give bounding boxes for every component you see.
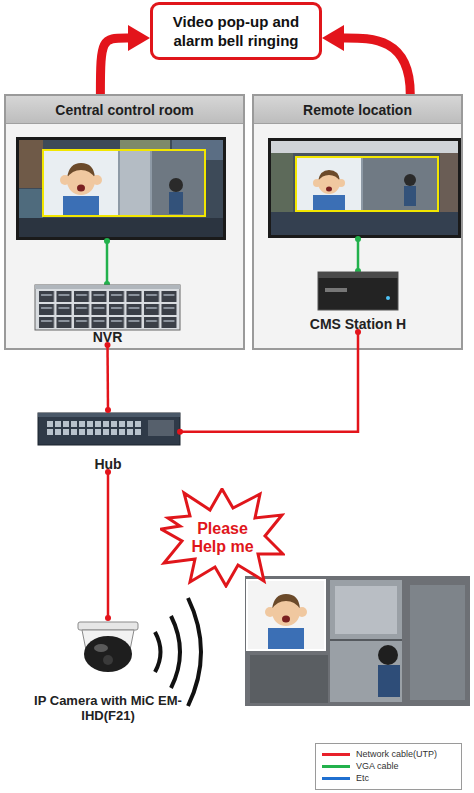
legend-label: VGA cable	[356, 761, 399, 771]
sound-waves-part	[188, 598, 201, 706]
arrow-head	[322, 25, 344, 51]
connector-line	[107, 472, 110, 618]
legend-swatch	[322, 777, 350, 780]
connector-line	[100, 38, 130, 94]
connector-line	[342, 38, 410, 94]
legend-swatch	[322, 753, 350, 756]
legend-row: Etc	[322, 772, 455, 784]
dome-camera-part	[94, 644, 108, 652]
sound-waves-part	[155, 632, 161, 672]
cable-joint	[105, 407, 111, 413]
camera-view-part	[268, 628, 304, 649]
connector-line	[106, 345, 109, 410]
cms-device: CMS Station H	[300, 268, 416, 332]
dome-camera	[78, 622, 138, 672]
network-switch	[38, 413, 180, 445]
node-label: Hub	[94, 456, 121, 472]
camera-view-part	[330, 580, 402, 702]
cable-joint	[105, 615, 111, 621]
network-cable	[105, 469, 111, 621]
legend-box: Network cable(UTP) VGA cableEtc	[315, 743, 462, 790]
node-label: Please Help me	[187, 520, 259, 556]
nvr-device: NVR	[35, 283, 180, 345]
room-header: Remote location	[254, 96, 461, 124]
network-switch-part	[38, 413, 180, 417]
camera-view-part	[245, 576, 470, 706]
dome-camera-part	[103, 655, 113, 665]
camera-view-part	[378, 645, 398, 665]
node-label: Central control room	[55, 102, 193, 118]
camera-view-part	[282, 616, 290, 623]
node-label: IP Camera with MiC EM-IHD(F21)	[28, 693, 188, 723]
room-header: Central control room	[6, 96, 243, 124]
node-label: CMS Station H	[310, 316, 406, 332]
camera-view-part	[272, 598, 300, 626]
network-switch-part	[148, 420, 174, 436]
camera-view	[245, 576, 470, 706]
cable-joint	[177, 429, 183, 435]
ip-camera: IP Camera with MiC EM-IHD(F21)	[28, 618, 188, 723]
legend-row: VGA cable	[322, 760, 455, 772]
burst-shape	[161, 489, 283, 586]
camera-view-part	[265, 607, 275, 617]
camera-view-part	[410, 585, 465, 700]
network-switch-part	[46, 420, 142, 436]
alarm-box: Video pop-up and alarm bell ringing	[150, 2, 322, 60]
dome-camera-part	[78, 622, 138, 630]
camera-view-part	[378, 665, 400, 697]
arrow-head	[128, 25, 150, 51]
sound-waves-part	[171, 616, 180, 688]
camera-view-part	[250, 655, 328, 703]
legend-label: Network cable(UTP)	[356, 749, 437, 759]
camera-view-part	[297, 607, 307, 617]
camera-view-part	[272, 594, 300, 609]
sound-waves	[155, 598, 201, 706]
hub-device: Hub	[36, 410, 180, 472]
node-label: NVR	[93, 329, 123, 345]
alert-arrow	[100, 25, 150, 94]
camera-view-part	[335, 586, 397, 634]
network-switch-part	[38, 413, 180, 445]
camera-view-part	[247, 580, 325, 650]
dome-camera-part	[84, 636, 132, 672]
dome-camera-part	[82, 630, 134, 650]
room-panel: Remote locationCMS Station H	[252, 94, 463, 350]
node-label: Remote location	[303, 102, 412, 118]
room-panel: Central control roomNVR	[4, 94, 245, 350]
speech-burst: Please Help me	[160, 488, 285, 588]
camera-view-part	[330, 639, 402, 641]
legend-row: Network cable(UTP)	[322, 748, 455, 760]
node-label: Video pop-up and alarm bell ringing	[161, 12, 311, 50]
alert-arrow	[322, 25, 410, 94]
network-cable	[105, 342, 112, 413]
legend-label: Etc	[356, 773, 369, 783]
legend-swatch	[322, 765, 350, 768]
